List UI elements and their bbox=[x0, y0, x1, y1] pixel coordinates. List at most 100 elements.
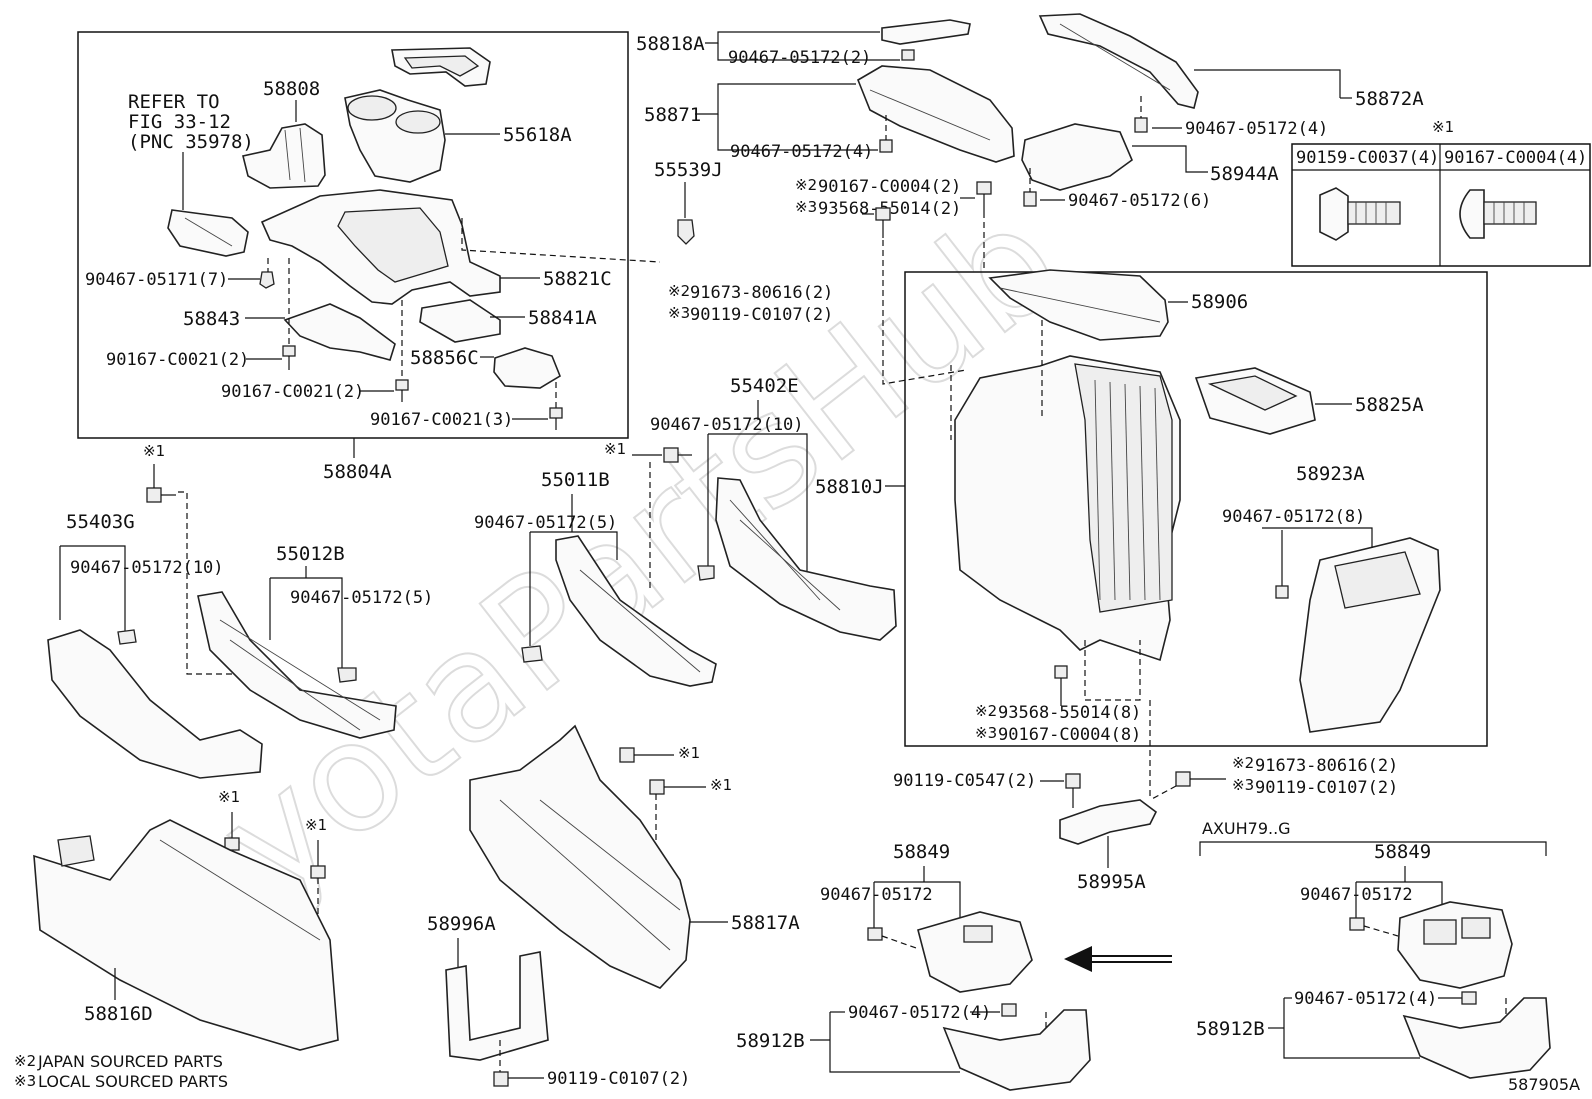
screw-90167-c0004-8[interactable]: 90167-C0004(8) bbox=[998, 725, 1141, 745]
fastener-58923a[interactable]: 90467-05172(8) bbox=[1222, 507, 1365, 527]
bolt-55403g-icon bbox=[146, 464, 176, 503]
part-58872a bbox=[1038, 13, 1199, 109]
fastener-58871[interactable]: 90467-05172(4) bbox=[730, 142, 873, 162]
part-58825a-label[interactable]: 58825A bbox=[1355, 394, 1424, 416]
part-58944a-label[interactable]: 58944A bbox=[1210, 163, 1279, 185]
fastener-58944a[interactable]: 90467-05172(6) bbox=[1068, 191, 1211, 211]
bolt-90119-c0547[interactable]: 90119-C0547(2) bbox=[893, 771, 1036, 791]
part-58818a-label[interactable]: 58818A bbox=[636, 33, 705, 55]
part-58841a-label[interactable]: 58841A bbox=[528, 307, 597, 329]
marker-1-58817a-b: ※1 bbox=[710, 776, 732, 794]
clip-58849-right bbox=[1349, 917, 1365, 931]
part-58996a[interactable]: 58996A bbox=[427, 913, 496, 935]
bolt-55011b-icon bbox=[649, 447, 692, 588]
bolt-90119-c0107-2c[interactable]: 90119-C0107(2) bbox=[547, 1069, 690, 1089]
variant-axuh79[interactable]: AXUH79..G bbox=[1202, 819, 1291, 838]
refer-to-line3[interactable]: (PNC 35978) bbox=[128, 131, 254, 153]
table-col-90167-c0004[interactable]: 90167-C0004(4) bbox=[1444, 148, 1587, 168]
part-55011b[interactable]: 55011B bbox=[541, 469, 610, 491]
part-58841a bbox=[419, 299, 501, 343]
refer-to-line2[interactable]: FIG 33-12 bbox=[128, 111, 231, 133]
part-58995a[interactable]: 58995A bbox=[1077, 871, 1146, 893]
marker-3-bottom: ※3 bbox=[975, 724, 997, 742]
cup-ring-2 bbox=[395, 110, 441, 134]
fastener-55402e[interactable]: 90467-05172(10) bbox=[650, 415, 804, 435]
clip-55012b bbox=[337, 667, 357, 683]
part-55402e[interactable]: 55402E bbox=[730, 375, 799, 397]
clip-58912b-right bbox=[1461, 991, 1477, 1005]
marker-1-55403g: ※1 bbox=[143, 442, 165, 460]
part-58906-label[interactable]: 58906 bbox=[1191, 291, 1248, 313]
bolt-90167-c0021-2a[interactable]: 90167-C0021(2) bbox=[106, 350, 249, 370]
cup-ring-1 bbox=[347, 95, 397, 121]
fastener-58872a[interactable]: 90467-05172(4) bbox=[1185, 119, 1328, 139]
screw-91673-80616-2b[interactable]: 91673-80616(2) bbox=[1255, 756, 1398, 776]
part-58872a-label[interactable]: 58872A bbox=[1355, 88, 1424, 110]
screw-90119-c0107-2b[interactable]: 90119-C0107(2) bbox=[1255, 778, 1398, 798]
fastener-55011b[interactable]: 90467-05172(5) bbox=[474, 513, 617, 533]
part-58817a-panel bbox=[469, 724, 691, 989]
bolt-58996a bbox=[493, 1040, 509, 1087]
part-55618a[interactable]: 55618A bbox=[503, 124, 572, 146]
fastener-table bbox=[1291, 143, 1591, 267]
part-58912b-right[interactable]: 58912B bbox=[1196, 1018, 1265, 1040]
rear-vent-opening bbox=[1334, 551, 1421, 609]
gasket-inner bbox=[403, 55, 480, 77]
fastener-58818a[interactable]: 90467-05172(2) bbox=[728, 48, 871, 68]
part-58849-left-switch bbox=[917, 911, 1033, 993]
bolt-90167-c0021-2b[interactable]: 90167-C0021(2) bbox=[221, 382, 364, 402]
table-col-90159-c0037[interactable]: 90159-C0037(4) bbox=[1296, 148, 1439, 168]
part-58804a[interactable]: 58804A bbox=[323, 461, 392, 483]
part-58923a-label[interactable]: 58923A bbox=[1296, 463, 1365, 485]
part-58849-left[interactable]: 58849 bbox=[893, 841, 950, 863]
fastener-58912b-right[interactable]: 90467-05172(4) bbox=[1294, 989, 1437, 1009]
part-58810j[interactable]: 58810J bbox=[815, 476, 884, 498]
part-58843 bbox=[283, 303, 396, 361]
part-55012b[interactable]: 55012B bbox=[276, 543, 345, 565]
clip-58912b-left bbox=[1001, 1003, 1017, 1017]
note-japan-sourced: JAPAN SOURCED PARTS bbox=[37, 1052, 223, 1071]
part-58821c[interactable]: 58821C bbox=[543, 268, 612, 290]
part-58871-label[interactable]: 58871 bbox=[644, 104, 701, 126]
marker-3-br: ※3 bbox=[1232, 776, 1254, 794]
switch-display-left bbox=[963, 925, 993, 943]
clip-55011b bbox=[521, 645, 543, 663]
note-local-sourced: LOCAL SOURCED PARTS bbox=[38, 1072, 228, 1091]
fastener-58849-left[interactable]: 90467-05172 bbox=[820, 885, 933, 905]
fastener-55403g[interactable]: 90467-05172(10) bbox=[70, 558, 224, 578]
bolt-58817a-b bbox=[649, 779, 706, 840]
fastener-58912b-left[interactable]: 90467-05172(4) bbox=[848, 1003, 991, 1023]
marker-1-58816d-b: ※1 bbox=[305, 816, 327, 834]
part-58808-shift-boot bbox=[242, 123, 326, 189]
marker-1-table: ※1 bbox=[1432, 118, 1454, 136]
marker-2-br: ※2 bbox=[1232, 754, 1254, 772]
screw-90167-c0004-2[interactable]: 90167-C0004(2) bbox=[818, 177, 961, 197]
part-58817a-label[interactable]: 58817A bbox=[731, 912, 800, 934]
part-55539j[interactable]: 55539J bbox=[654, 159, 723, 181]
part-58816d[interactable]: 58816D bbox=[84, 1003, 153, 1025]
hex-bolt-icon bbox=[1319, 187, 1401, 241]
tray-inner bbox=[1207, 375, 1298, 411]
part-58849-right[interactable]: 58849 bbox=[1374, 841, 1431, 863]
screw-90119-c0107-2a[interactable]: 90119-C0107(2) bbox=[690, 305, 833, 325]
part-58843-label[interactable]: 58843 bbox=[183, 308, 240, 330]
part-switch-35978 bbox=[167, 209, 249, 257]
part-58808[interactable]: 58808 bbox=[263, 78, 320, 100]
bolt-58816d-b bbox=[310, 840, 326, 920]
clip-58871 bbox=[879, 139, 893, 153]
part-58856c-label[interactable]: 58856C bbox=[410, 347, 479, 369]
part-58912b-left[interactable]: 58912B bbox=[736, 1030, 805, 1052]
part-58849-right-switch bbox=[1397, 901, 1513, 989]
part-55403g[interactable]: 55403G bbox=[66, 511, 135, 533]
screw-93568-55014-8[interactable]: 93568-55014(8) bbox=[998, 703, 1141, 723]
bolt-90167-c0021-3[interactable]: 90167-C0021(3) bbox=[370, 410, 513, 430]
screw-91673-80616-2a[interactable]: 91673-80616(2) bbox=[690, 283, 833, 303]
fastener-55012b[interactable]: 90467-05172(5) bbox=[290, 588, 433, 608]
switch-display-right-1 bbox=[1423, 919, 1457, 945]
clip-58849-left bbox=[867, 927, 883, 941]
clip-58818a bbox=[901, 49, 915, 61]
clip-55402e bbox=[697, 565, 715, 581]
part-58856c bbox=[493, 347, 561, 389]
fastener-90467-05171[interactable]: 90467-05171(7) bbox=[85, 270, 228, 290]
